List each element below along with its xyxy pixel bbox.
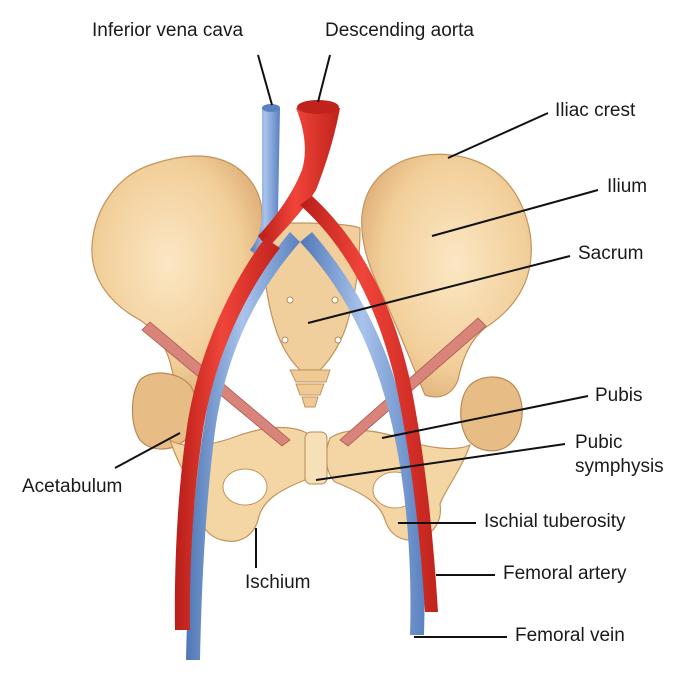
label-inferior-vena-cava: Inferior vena cava xyxy=(92,20,244,41)
left-femoral-artery-vessel xyxy=(174,238,280,630)
leader-ilium xyxy=(431,189,599,237)
ivc-opening xyxy=(262,104,280,112)
label-sacrum: Sacrum xyxy=(578,243,644,264)
label-ischium: Ischium xyxy=(245,572,311,593)
leader-lines xyxy=(114,54,599,638)
aorta-opening xyxy=(297,100,339,114)
leader-symphysis xyxy=(315,443,566,481)
coccyx xyxy=(289,369,331,408)
sacral-foramen-2 xyxy=(331,296,339,304)
sacral-foramen-4 xyxy=(334,336,342,344)
left-obturator-foramen xyxy=(222,468,268,506)
label-descending-aorta: Descending aorta xyxy=(325,20,474,41)
leader-iliac-crest xyxy=(447,112,549,159)
label-femoral-artery: Femoral artery xyxy=(503,563,627,584)
right-femoral-artery-vessel xyxy=(300,196,438,612)
sacral-foramen-3 xyxy=(281,336,289,344)
leader-aorta xyxy=(317,54,331,103)
left-femoral-vein-vessel xyxy=(186,232,300,660)
pubic-symphysis xyxy=(304,431,328,485)
right-acetabulum-region xyxy=(460,376,523,452)
label-pubic-symphysis: Pubic symphysis xyxy=(575,431,664,479)
label-pubis: Pubis xyxy=(595,385,643,406)
label-acetabulum: Acetabulum xyxy=(22,476,123,497)
label-pubic-symphysis-line2: symphysis xyxy=(575,456,664,477)
label-ischial-tuberosity: Ischial tuberosity xyxy=(484,511,626,532)
descending-aorta-vessel xyxy=(258,108,340,248)
label-pubic-symphysis-line1: Pubic xyxy=(575,432,623,453)
left-acetabulum-region xyxy=(131,372,197,450)
label-iliac-crest: Iliac crest xyxy=(555,100,636,121)
sacrum xyxy=(261,222,361,371)
right-ilium xyxy=(361,153,532,398)
label-ilium: Ilium xyxy=(607,176,648,197)
label-femoral-vein: Femoral vein xyxy=(515,625,625,646)
sacral-foramen-1 xyxy=(286,296,294,304)
leader-sacrum xyxy=(307,255,571,324)
leader-acetabulum xyxy=(114,432,181,469)
leader-pubis xyxy=(381,395,589,439)
leader-ivc xyxy=(257,54,273,106)
